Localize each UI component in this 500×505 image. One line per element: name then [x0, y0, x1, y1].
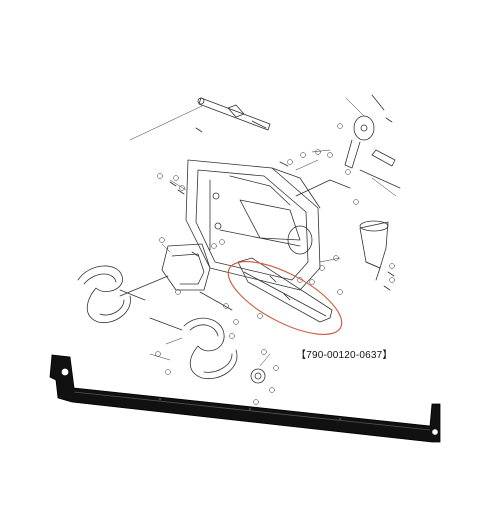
shave-plate-highlight-ellipse — [227, 261, 343, 335]
discharge-chute-part — [359, 220, 389, 281]
auger-left-part — [77, 265, 146, 324]
fastener-parts — [169, 117, 395, 301]
callout-circles — [155, 123, 395, 405]
drive-shaft-part — [197, 97, 271, 131]
auger-housing-part — [185, 159, 351, 291]
callout-leaders — [129, 97, 397, 367]
chute-crank-part — [344, 94, 401, 189]
shave-plate-diagram-part — [237, 257, 333, 323]
part-number-label: 【790-00120-0637】 — [296, 350, 393, 361]
gearbox-part — [119, 243, 233, 311]
auger-right-part — [149, 317, 266, 384]
shave-plate-bar-photo — [49, 354, 441, 443]
